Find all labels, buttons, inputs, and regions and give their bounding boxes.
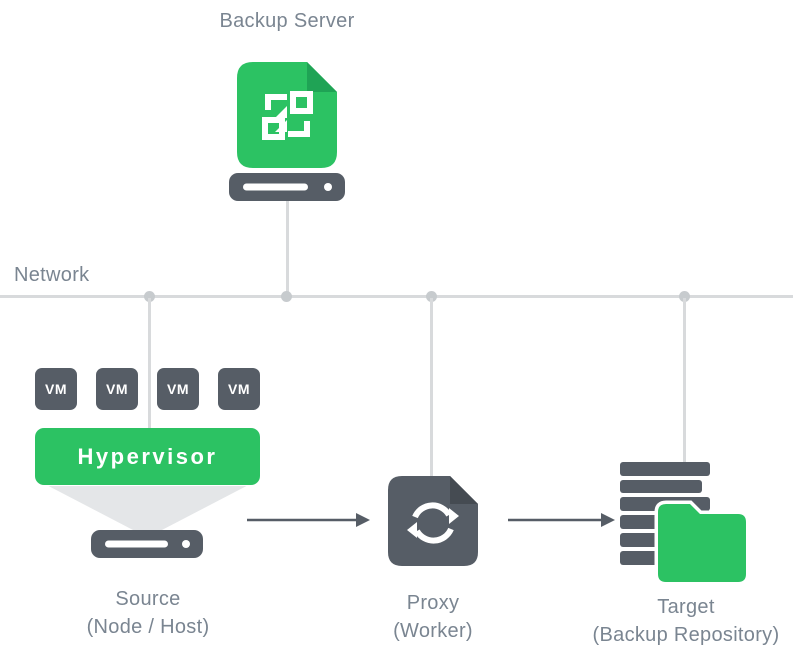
refresh-icon bbox=[407, 502, 459, 544]
server-drive-icon bbox=[229, 173, 345, 201]
vm-label: VM bbox=[228, 381, 250, 397]
network-node-dot bbox=[679, 291, 690, 302]
network-line bbox=[0, 295, 793, 298]
network-node-dot bbox=[426, 291, 437, 302]
drive-led bbox=[324, 183, 332, 191]
vm-label: VM bbox=[106, 381, 128, 397]
source-drive-icon bbox=[91, 530, 203, 558]
source-title: Source bbox=[115, 588, 181, 610]
vm-box: VM bbox=[35, 368, 77, 410]
network-node-dot bbox=[144, 291, 155, 302]
connector-network-to-target bbox=[683, 298, 686, 462]
target-icon bbox=[620, 462, 750, 586]
proxy-title: Proxy bbox=[406, 592, 460, 614]
connector-network-to-source bbox=[148, 298, 151, 428]
network-label: Network bbox=[14, 264, 90, 286]
arrow-source-to-proxy bbox=[247, 513, 370, 527]
drive-led bbox=[182, 540, 190, 548]
target-subtitle: (Backup Repository) bbox=[592, 624, 780, 646]
network-node-dot bbox=[281, 291, 292, 302]
funnel-shape bbox=[48, 486, 247, 534]
connector-backup-to-network bbox=[286, 201, 289, 297]
proxy-subtitle: (Worker) bbox=[393, 620, 473, 642]
vm-label: VM bbox=[45, 381, 67, 397]
folder-icon bbox=[654, 500, 750, 586]
hypervisor-label: Hypervisor bbox=[77, 443, 218, 469]
source-subtitle: (Node / Host) bbox=[86, 616, 210, 638]
connector-network-to-proxy bbox=[430, 298, 433, 476]
backup-server-label: Backup Server bbox=[219, 10, 355, 32]
drive-slot bbox=[105, 540, 168, 548]
proxy-icon bbox=[388, 476, 478, 566]
vm-label: VM bbox=[167, 381, 189, 397]
backup-server-icon bbox=[237, 62, 337, 168]
target-title: Target bbox=[657, 596, 715, 618]
arrow-proxy-to-target bbox=[508, 513, 615, 527]
hypervisor-bar: Hypervisor bbox=[35, 428, 260, 485]
drive-slot bbox=[243, 183, 308, 191]
vm-box: VM bbox=[96, 368, 138, 410]
vm-box: VM bbox=[157, 368, 199, 410]
vm-box: VM bbox=[218, 368, 260, 410]
